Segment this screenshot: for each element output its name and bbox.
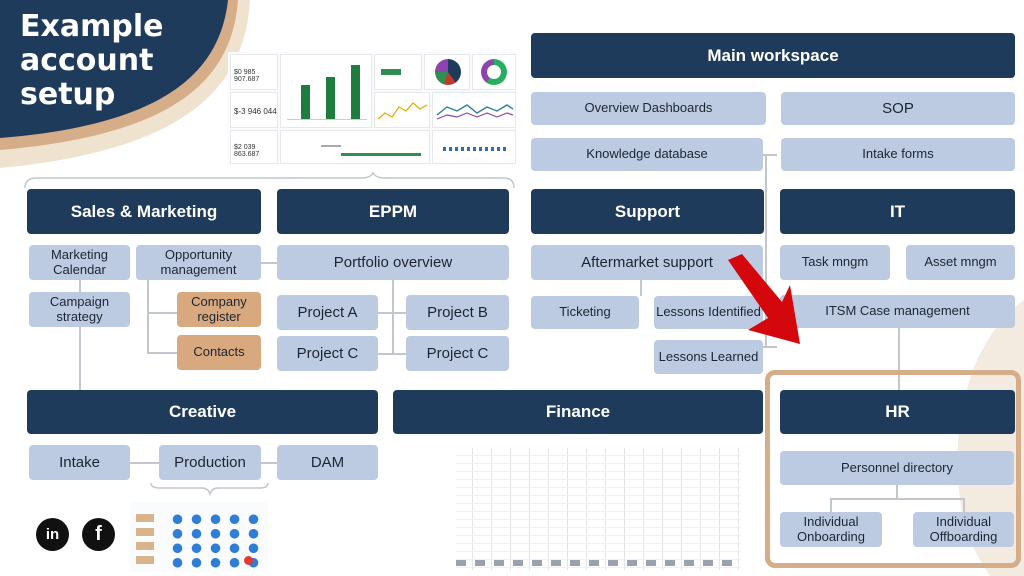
page-title: Example account setup xyxy=(20,9,164,112)
lessons-learned-box: Lessons Learned xyxy=(654,340,763,374)
facebook-icon[interactable]: f xyxy=(82,518,115,551)
task-management-box: Task mngm xyxy=(780,245,890,280)
overview-dashboards-box: Overview Dashboards xyxy=(531,92,766,125)
mini-widget xyxy=(374,54,422,90)
individual-onboarding-box: Individual Onboarding xyxy=(780,512,882,547)
connector xyxy=(896,485,898,499)
personnel-directory-box: Personnel directory xyxy=(780,451,1014,485)
area-chart-thumbnail xyxy=(432,92,516,128)
it-header: IT xyxy=(780,189,1015,234)
dashboard-preview: $0 985 907.687 $-3 946 044 $2 039 863.68… xyxy=(228,52,516,164)
finance-table-preview xyxy=(416,448,741,570)
finance-header: Finance xyxy=(393,390,763,434)
donut-chart-thumbnail xyxy=(472,54,516,90)
hr-header: HR xyxy=(780,390,1015,434)
support-header: Support xyxy=(531,189,764,234)
creative-header: Creative xyxy=(27,390,378,434)
gantt-thumbnail xyxy=(280,130,430,164)
title-blob xyxy=(0,0,250,168)
connector xyxy=(830,498,964,500)
connector xyxy=(147,312,177,314)
connector xyxy=(261,262,277,264)
connector xyxy=(147,352,177,354)
contacts-box: Contacts xyxy=(177,335,261,370)
connector xyxy=(378,312,406,314)
connector xyxy=(392,280,394,354)
connector xyxy=(765,154,767,346)
project-c-box-2: Project C xyxy=(406,336,509,371)
campaign-strategy-box: Campaign strategy xyxy=(29,292,130,327)
brace-dashboard xyxy=(24,172,515,189)
production-box: Production xyxy=(159,445,261,480)
connector xyxy=(130,462,159,464)
dam-box: DAM xyxy=(277,445,378,480)
connector xyxy=(147,280,149,352)
itsm-case-management-box: ITSM Case management xyxy=(780,295,1015,328)
pie-chart-thumbnail xyxy=(424,54,470,90)
connector xyxy=(763,346,777,348)
project-b-box: Project B xyxy=(406,295,509,330)
connector xyxy=(261,462,277,464)
project-a-box: Project A xyxy=(277,295,378,330)
ticketing-box: Ticketing xyxy=(531,296,639,329)
bar-chart-thumbnail xyxy=(280,54,372,128)
sop-box: SOP xyxy=(781,92,1015,125)
decor-blob xyxy=(957,300,1024,576)
marketing-calendar-box: Marketing Calendar xyxy=(29,245,130,280)
timeline-thumbnail xyxy=(432,130,516,164)
lessons-identified-box: Lessons Identified xyxy=(654,296,763,329)
arrow-icon xyxy=(728,254,800,344)
asset-management-box: Asset mngm xyxy=(906,245,1015,280)
connector xyxy=(763,154,777,156)
aftermarket-support-box: Aftermarket support xyxy=(531,245,763,280)
opportunity-management-box: Opportunity management xyxy=(136,245,261,280)
linkedin-icon[interactable]: in xyxy=(36,518,69,551)
hr-highlight-frame xyxy=(765,370,1021,568)
eppm-header: EPPM xyxy=(277,189,509,234)
production-board-preview xyxy=(130,502,268,572)
knowledge-database-box: Knowledge database xyxy=(531,138,763,171)
brace-creative xyxy=(150,482,269,496)
intake-forms-box: Intake forms xyxy=(781,138,1015,171)
project-c-box: Project C xyxy=(277,336,378,371)
sales-marketing-header: Sales & Marketing xyxy=(27,189,261,234)
connector xyxy=(378,353,406,355)
kpi-card: $2 039 863.687 xyxy=(230,130,278,164)
individual-offboarding-box: Individual Offboarding xyxy=(913,512,1014,547)
intake-box: Intake xyxy=(29,445,130,480)
portfolio-overview-box: Portfolio overview xyxy=(277,245,509,280)
connector xyxy=(640,280,642,296)
connector xyxy=(963,498,965,512)
connector xyxy=(830,498,832,512)
kpi-card: $-3 946 044 xyxy=(230,92,278,128)
connector xyxy=(79,280,81,390)
line-chart-thumbnail xyxy=(374,92,430,128)
main-workspace-header: Main workspace xyxy=(531,33,1015,78)
company-register-box: Company register xyxy=(177,292,261,327)
connector xyxy=(898,328,900,390)
kpi-card: $0 985 907.687 xyxy=(230,54,278,90)
